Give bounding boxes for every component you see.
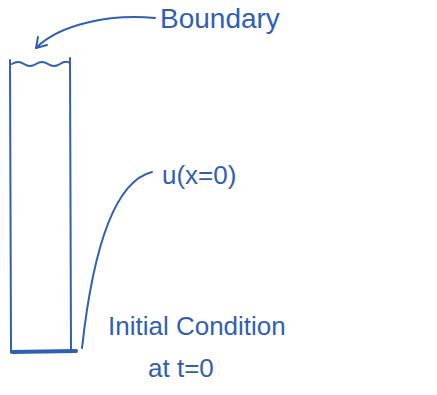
initial-condition-label: Initial Condition at t=0 xyxy=(108,305,298,389)
boundary-label: Boundary xyxy=(160,2,280,36)
variable-label: u(x=0) xyxy=(162,160,236,191)
column-right-wall xyxy=(70,58,71,352)
column-bottom xyxy=(12,351,76,352)
boundary-arrowhead xyxy=(36,37,47,48)
boundary-surface xyxy=(12,62,70,66)
column-left-wall xyxy=(10,60,11,352)
boundary-leader xyxy=(36,17,155,48)
